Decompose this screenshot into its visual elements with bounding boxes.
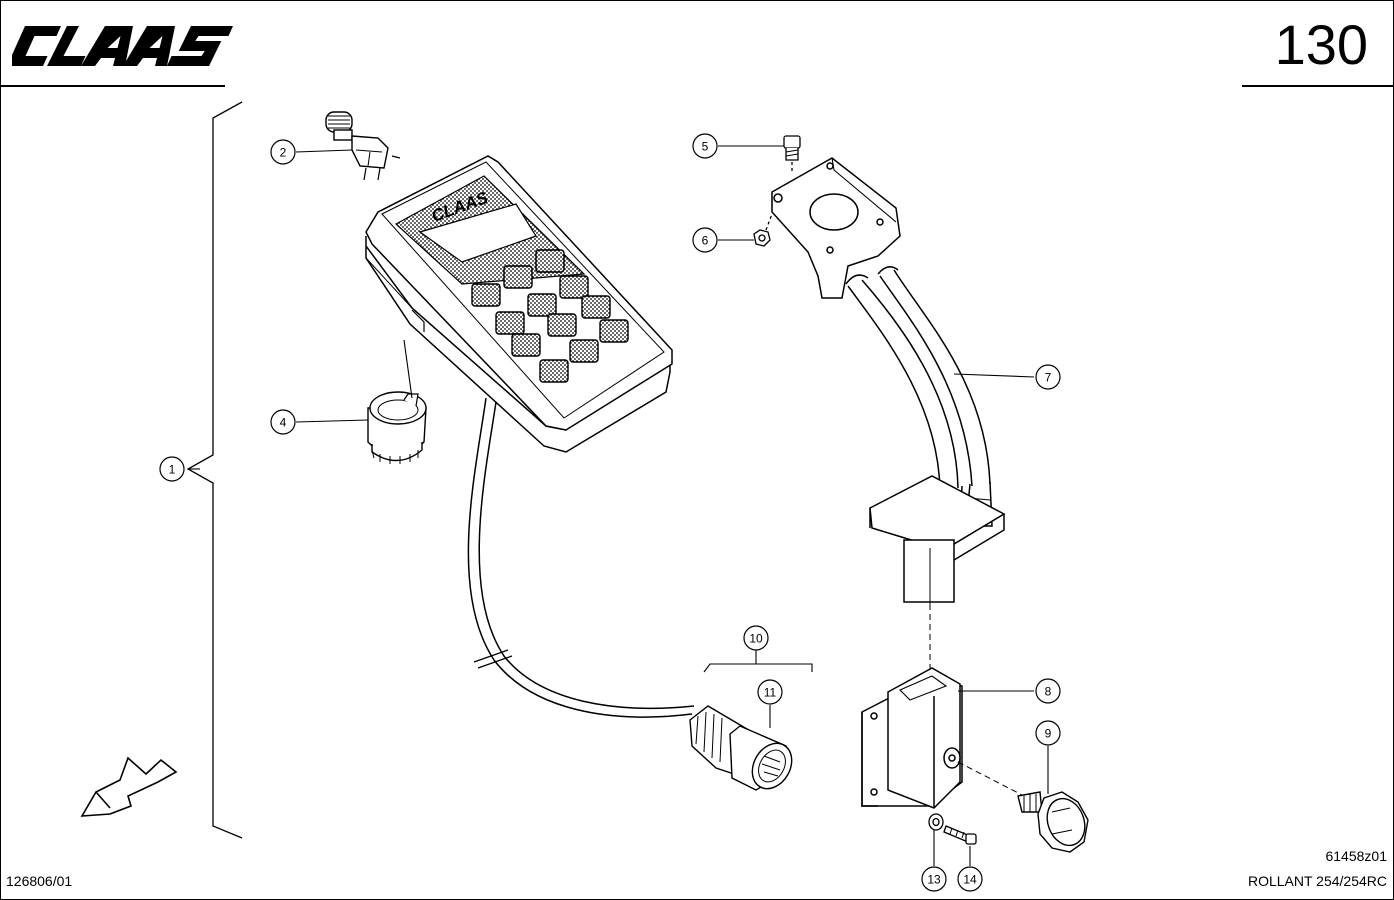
terminal-keypad — [471, 249, 629, 383]
document-number: 126806/01 — [6, 873, 73, 889]
svg-text:4: 4 — [280, 416, 287, 430]
callout-2: 2 — [270, 139, 296, 165]
screw-part-14 — [943, 825, 977, 845]
svg-text:7: 7 — [1045, 371, 1052, 385]
bolt-part-5 — [783, 135, 801, 172]
keypad-key — [471, 283, 501, 307]
hose-bracket — [869, 475, 1006, 674]
switch-part-2 — [325, 111, 401, 181]
assembly-bracket — [186, 101, 243, 839]
callout-6: 6 — [692, 227, 718, 253]
page-number: 130 — [1274, 13, 1368, 76]
knob-screw-part-9 — [957, 761, 1089, 853]
plug-part-11 — [689, 705, 793, 791]
svg-text:5: 5 — [702, 140, 709, 154]
terminal-cable — [467, 397, 695, 718]
svg-text:13: 13 — [927, 873, 941, 887]
claas-logo — [12, 26, 234, 66]
hose-pair — [845, 266, 993, 531]
leader-lines — [188, 145, 1049, 866]
drawing-number: 61458z01 — [1325, 848, 1387, 864]
holder-part-8 — [861, 667, 963, 809]
callout-13: 13 — [921, 866, 947, 892]
header-rule-right — [1242, 85, 1394, 87]
direction-arrow-icon — [80, 756, 178, 817]
callout-4: 4 — [270, 409, 296, 435]
svg-text:10: 10 — [749, 632, 763, 646]
keypad-key — [503, 265, 533, 289]
callouts: 1 2 4 5 6 7 8 9 10 11 13 14 — [159, 133, 1061, 892]
keypad-key — [495, 311, 525, 335]
svg-text:2: 2 — [280, 146, 287, 160]
callout-14: 14 — [957, 866, 983, 892]
connector-cap-part-4 — [367, 339, 427, 464]
keypad-key — [511, 333, 541, 357]
callout-7: 7 — [1035, 364, 1061, 390]
callout-11: 11 — [757, 679, 783, 705]
svg-text:11: 11 — [764, 686, 777, 700]
washer-part-13 — [928, 813, 944, 831]
svg-text:8: 8 — [1045, 685, 1052, 699]
keypad-key — [569, 339, 599, 363]
keypad-key — [599, 319, 629, 343]
svg-text:6: 6 — [702, 234, 709, 248]
callout-5: 5 — [692, 133, 718, 159]
callout-1: 1 — [159, 456, 185, 482]
svg-text:9: 9 — [1045, 727, 1052, 741]
nut-part-6 — [753, 213, 773, 247]
callout-8: 8 — [1035, 678, 1061, 704]
mount-plate-part-7 — [771, 157, 901, 299]
svg-text:14: 14 — [963, 873, 977, 887]
callout-10: 10 — [743, 625, 769, 651]
model-name: ROLLANT 254/254RC — [1247, 873, 1387, 889]
svg-text:1: 1 — [169, 463, 176, 477]
keypad-key — [559, 275, 589, 299]
keypad-key — [547, 313, 577, 337]
header-rule-left — [0, 85, 225, 87]
keypad-key — [527, 293, 557, 317]
keypad-key — [535, 249, 565, 273]
callout-9: 9 — [1035, 720, 1061, 746]
keypad-key — [539, 359, 569, 383]
keypad-key — [581, 295, 611, 319]
